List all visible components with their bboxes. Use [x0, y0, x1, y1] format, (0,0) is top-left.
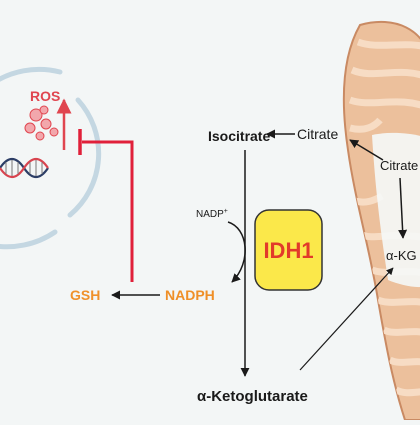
nadp-plus-label: NADP+	[196, 208, 228, 220]
mitochondrion-icon	[342, 20, 420, 421]
citrate-to-akg-mito-arrow	[398, 177, 408, 239]
ros-label: ROS	[30, 88, 60, 104]
alpha-ketoglutarate-label: α-Ketoglutarate	[197, 388, 308, 405]
idh1-enzyme-badge: IDH1	[254, 209, 323, 291]
citrate-mito-label: Citrate	[380, 158, 418, 173]
dna-helix-icon	[0, 157, 49, 179]
inhibition-line	[82, 140, 134, 282]
nadph-label: NADPH	[165, 287, 215, 303]
idh1-label: IDH1	[263, 238, 313, 263]
mito-citrate-export-arrow	[349, 139, 384, 161]
nucleus-icon	[0, 66, 102, 250]
akg-mito-label: α-KG	[386, 248, 417, 263]
citrate-cytosol-label: Citrate	[297, 126, 338, 142]
akg-to-mito-arrow	[299, 267, 394, 371]
ros-molecule-icon	[24, 105, 59, 141]
isocitrate-label: Isocitrate	[208, 128, 270, 144]
gsh-label: GSH	[70, 287, 100, 303]
nadp-to-nadph-arrow	[227, 221, 246, 283]
